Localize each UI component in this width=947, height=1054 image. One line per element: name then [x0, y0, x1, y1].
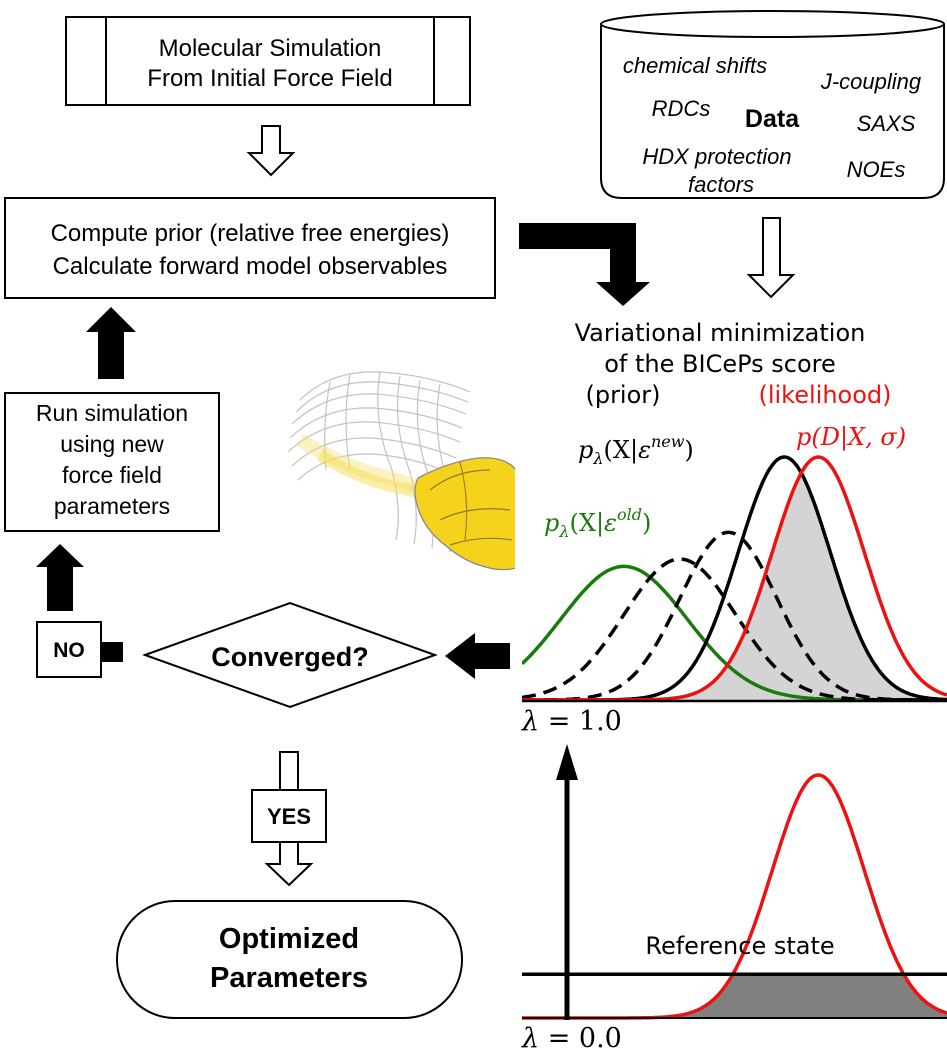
run-box-line3: force field [62, 462, 162, 488]
result-line2: Parameters [210, 962, 368, 994]
prior-box-line1: Compute prior (relative free energies) [51, 220, 450, 247]
distribution-plot-lambda-0: Reference state λ = 0.0 [521, 744, 947, 1054]
optimized-parameters-box: Optimized Parameters [116, 900, 463, 1019]
data-item-saxs: SAXS [857, 111, 916, 136]
label-likelihood: p(D|X, σ) [796, 423, 906, 452]
curve-intermediate-1 [522, 530, 947, 702]
data-item-hdx-line2: factors [688, 172, 754, 197]
lambda-0-var: λ [521, 1023, 539, 1054]
black-arrow-up [86, 307, 136, 379]
prior-box-line2: Calculate forward model observables [53, 253, 448, 280]
data-item-chemical-shifts: chemical shifts [623, 53, 767, 78]
p-old-eps: ε [604, 509, 617, 537]
label-p-old: pλ(X|εold) [544, 505, 651, 541]
compute-prior-box: Compute prior (relative free energies) C… [4, 197, 496, 299]
p-new-sub: λ [592, 449, 603, 468]
lambda-1-eq: = 1.0 [539, 706, 622, 737]
reference-state-label: Reference state [645, 932, 834, 960]
curve-intermediate-2 [522, 557, 947, 702]
lambda-1-label: λ = 1.0 [521, 706, 622, 737]
yes-label-box: YES [251, 789, 327, 843]
prior-label: (prior) [585, 381, 660, 409]
minimization-line2: of the BICePs score [604, 350, 836, 378]
minimization-line1: Variational minimization [575, 319, 866, 347]
result-line1: Optimized [219, 923, 359, 955]
lambda-axis-arrowhead [556, 744, 578, 780]
overlap-shade-light [522, 473, 947, 700]
run-box-line4: parameters [54, 493, 170, 519]
sim-box-line1: Molecular Simulation [159, 35, 382, 62]
p-new-close: ) [684, 436, 693, 464]
p-old-close: ) [642, 509, 651, 537]
p-old-func: p [544, 509, 559, 537]
run-simulation-box: Run simulation using new force field par… [4, 392, 220, 532]
lambda-1-var: λ [521, 706, 539, 737]
p-new-sup: new [651, 432, 685, 451]
p-new-open: (X| [604, 436, 639, 465]
p-new-func: p [578, 436, 593, 464]
p-new-eps: ε [638, 436, 651, 464]
black-arrow-left [445, 633, 510, 679]
p-old-sup: old [617, 505, 642, 524]
protein-yellow-body [414, 457, 515, 571]
data-item-noes: NOEs [847, 157, 906, 182]
p-old-open: (X| [570, 509, 605, 538]
protein-illustration [287, 371, 515, 571]
elbow-arrow [519, 223, 650, 306]
hollow-arrow-down-2 [746, 217, 796, 299]
lambda-0-label: λ = 0.0 [521, 1023, 622, 1054]
p-old-sub: λ [558, 522, 569, 541]
sim-box-line2: From Initial Force Field [147, 65, 392, 92]
label-p-new: pλ(X|εnew) [578, 432, 694, 468]
run-box-line2: using new [60, 431, 164, 457]
data-cylinder: Data chemical shifts J-coupling RDCs SAX… [600, 10, 945, 199]
minimization-label: Variational minimization of the BICePs s… [575, 319, 892, 409]
data-item-rdcs: RDCs [652, 96, 711, 121]
run-box-line1: Run simulation [36, 400, 188, 426]
decision-label: Converged? [211, 642, 369, 672]
lambda-0-eq: = 0.0 [539, 1023, 622, 1054]
data-item-hdx-line1: HDX protection [642, 144, 791, 169]
distribution-plot-lambda-1: pλ(X|εnew) pλ(X|εold) p(D|X, σ) λ = 1.0 [521, 423, 947, 737]
black-arrow-up-no [36, 544, 84, 611]
converged-decision: Converged? [142, 601, 438, 709]
hollow-arrow-down-1 [246, 125, 296, 177]
data-item-j-coupling: J-coupling [820, 69, 922, 94]
no-label: NO [53, 639, 85, 662]
likelihood-label: (likelihood) [758, 381, 891, 409]
no-label-box: NO [36, 621, 123, 678]
reference-shade-gray [522, 974, 947, 1018]
yes-label: YES [267, 804, 311, 829]
molecular-simulation-box: Molecular Simulation From Initial Force … [65, 16, 471, 106]
data-title: Data [745, 105, 800, 133]
